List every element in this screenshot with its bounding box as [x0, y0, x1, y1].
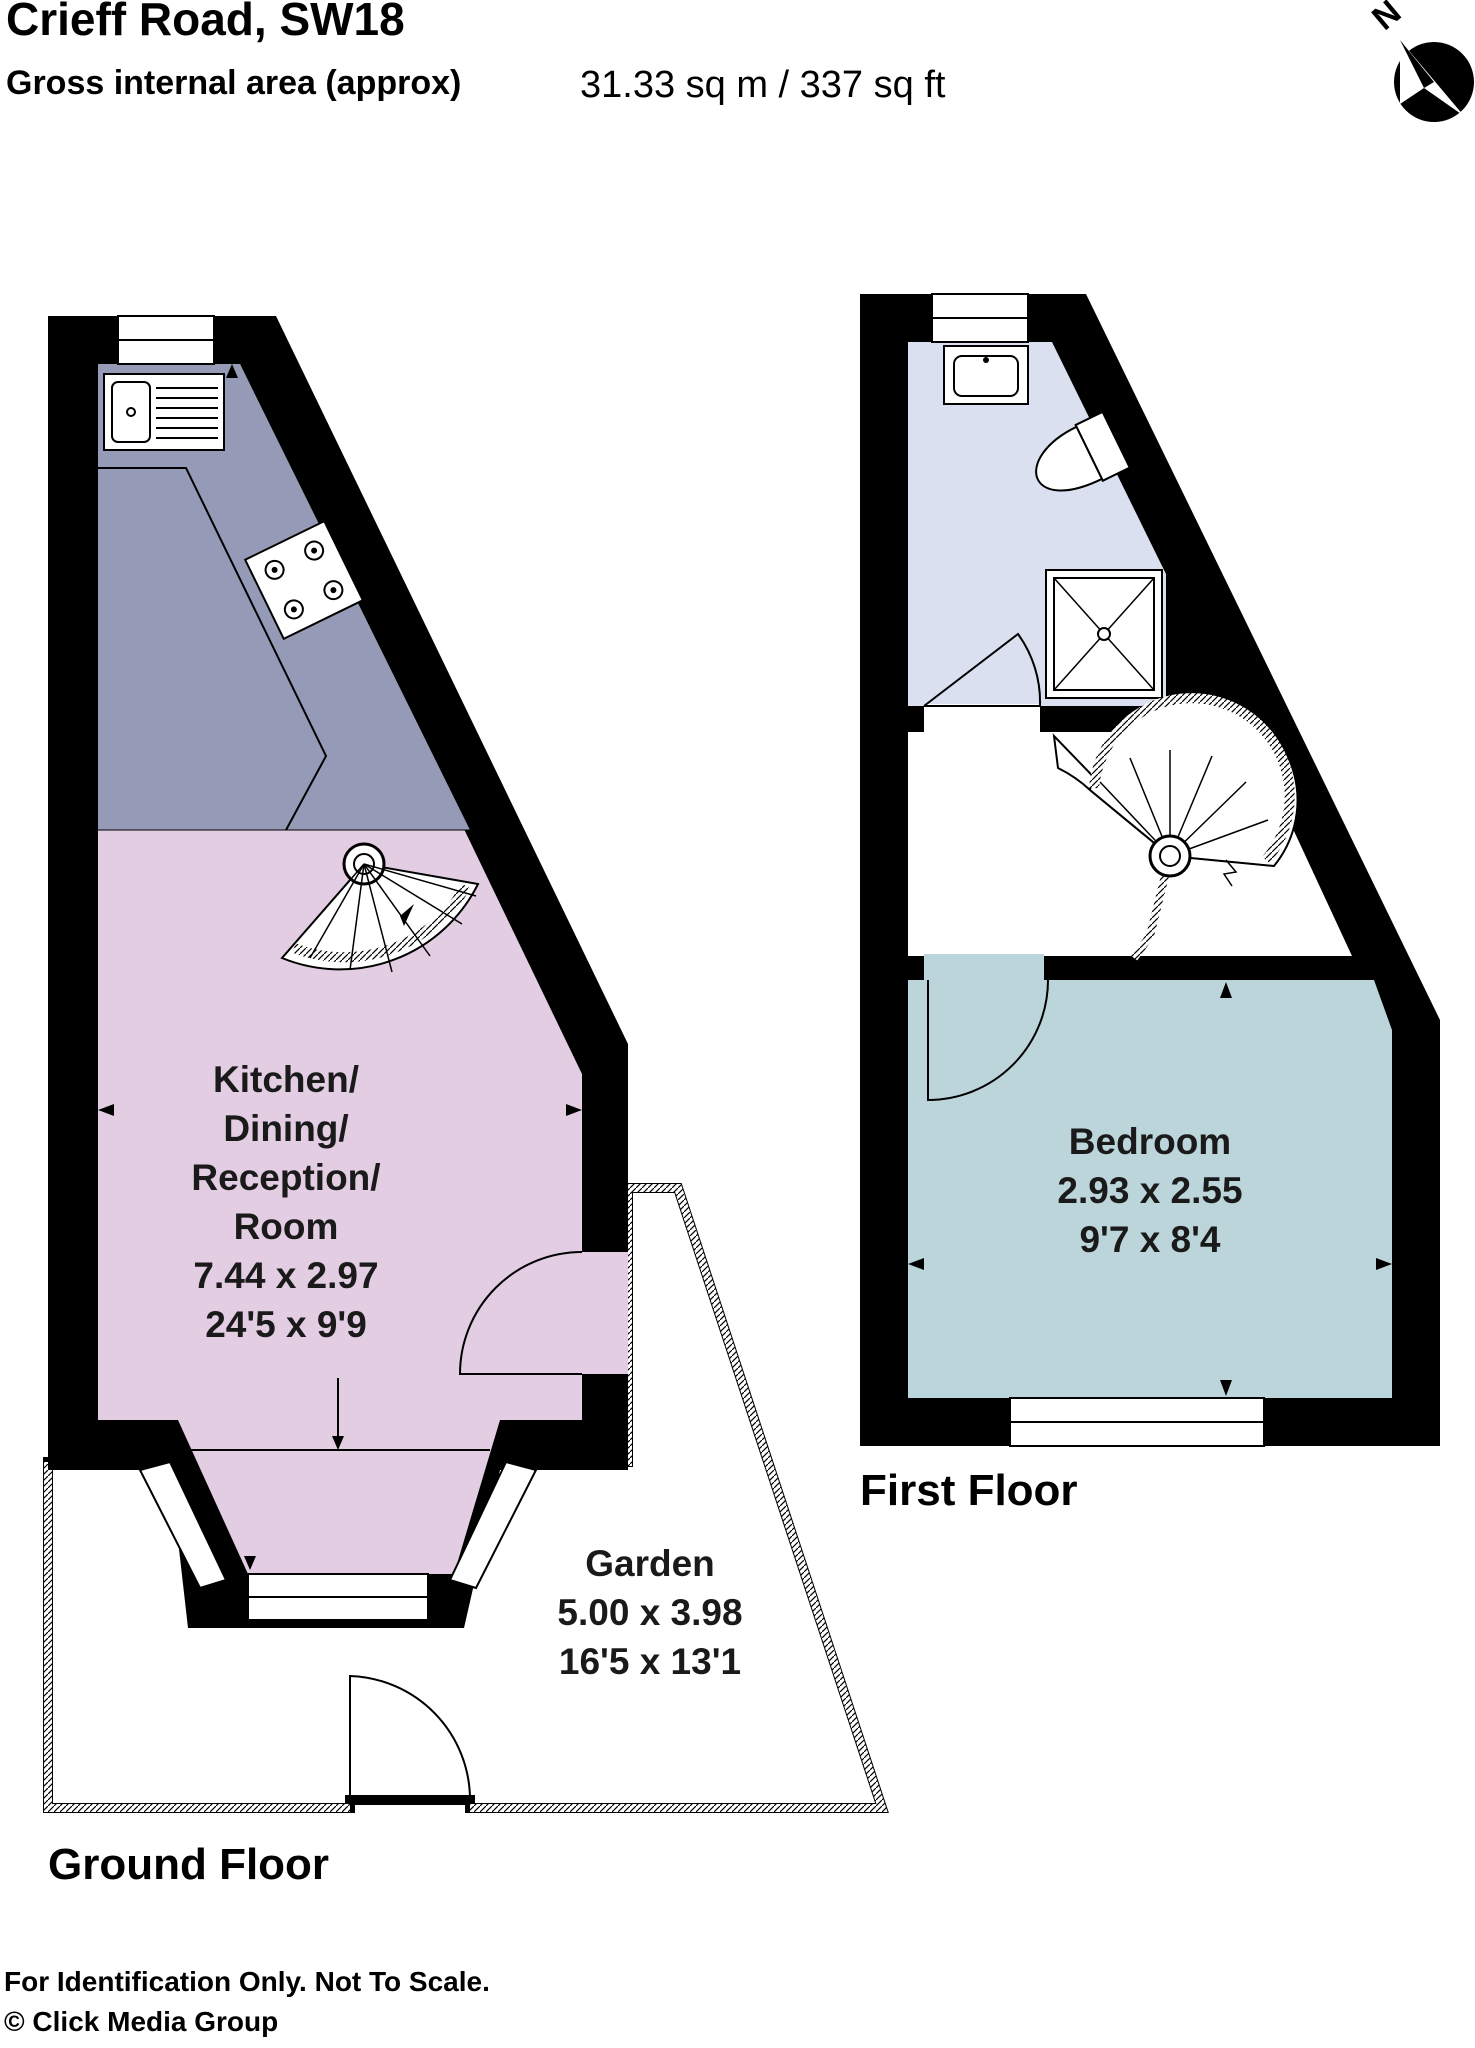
- kitchen-name-line-2: Dining/: [223, 1108, 348, 1149]
- copyright-text: © Click Media Group: [4, 2006, 279, 2037]
- kitchen-name-line-4: Room: [234, 1206, 339, 1247]
- spiral-staircase-icon: [1052, 693, 1299, 961]
- door-swing: [458, 1251, 583, 1375]
- bedroom-area: [908, 980, 1392, 1398]
- kitchen-dimensions-imperial: 24'5 x 9'9: [205, 1304, 367, 1345]
- first-floor-label: First Floor: [860, 1466, 1078, 1515]
- kitchen-name-line-1: Kitchen/: [213, 1059, 359, 1100]
- toilet-icon: [1035, 410, 1132, 492]
- hob-icon: [243, 519, 365, 641]
- garden-gate-swing: [349, 1674, 471, 1801]
- bedroom-door-swing: [927, 979, 1049, 1102]
- bathroom-door-swing: [923, 632, 1042, 707]
- bedroom-name: Bedroom: [1069, 1121, 1231, 1162]
- basin-icon: [943, 345, 1029, 405]
- garden-name: Garden: [585, 1543, 715, 1584]
- disclaimer-text: For Identification Only. Not To Scale.: [4, 1966, 490, 1997]
- bedroom-dimensions-imperial: 9'7 x 8'4: [1079, 1219, 1220, 1260]
- north-arrow-icon: N: [1365, 0, 1474, 122]
- side-door-opening: [582, 1252, 628, 1374]
- ground-floor-label: Ground Floor: [48, 1840, 330, 1889]
- garden-dimensions-imperial: 16'5 x 13'1: [559, 1641, 741, 1682]
- gross-area-label: Gross internal area (approx): [6, 64, 462, 102]
- first-floor-plan: Bedroom 2.93 x 2.55 9'7 x 8'4: [860, 293, 1440, 1447]
- gross-area-value: 31.33 sq m / 337 sq ft: [580, 64, 946, 106]
- compass-north-label: N: [1365, 0, 1408, 38]
- kitchen-dimensions-metric: 7.44 x 2.97: [193, 1255, 378, 1296]
- spiral-staircase-icon: [280, 842, 480, 973]
- kitchen-sink-icon: [103, 373, 225, 451]
- ground-floor-plan: Kitchen/ Dining/ Reception/ Room 7.44 x …: [43, 315, 889, 1813]
- kitchen-name-line-3: Reception/: [191, 1157, 380, 1198]
- bedroom-dimensions-metric: 2.93 x 2.55: [1057, 1170, 1242, 1211]
- page-title: Crieff Road, SW18: [6, 0, 405, 45]
- garden-dimensions-metric: 5.00 x 3.98: [557, 1592, 742, 1633]
- shower-tray-icon: [1045, 569, 1163, 699]
- bay-window-area: [178, 1420, 500, 1574]
